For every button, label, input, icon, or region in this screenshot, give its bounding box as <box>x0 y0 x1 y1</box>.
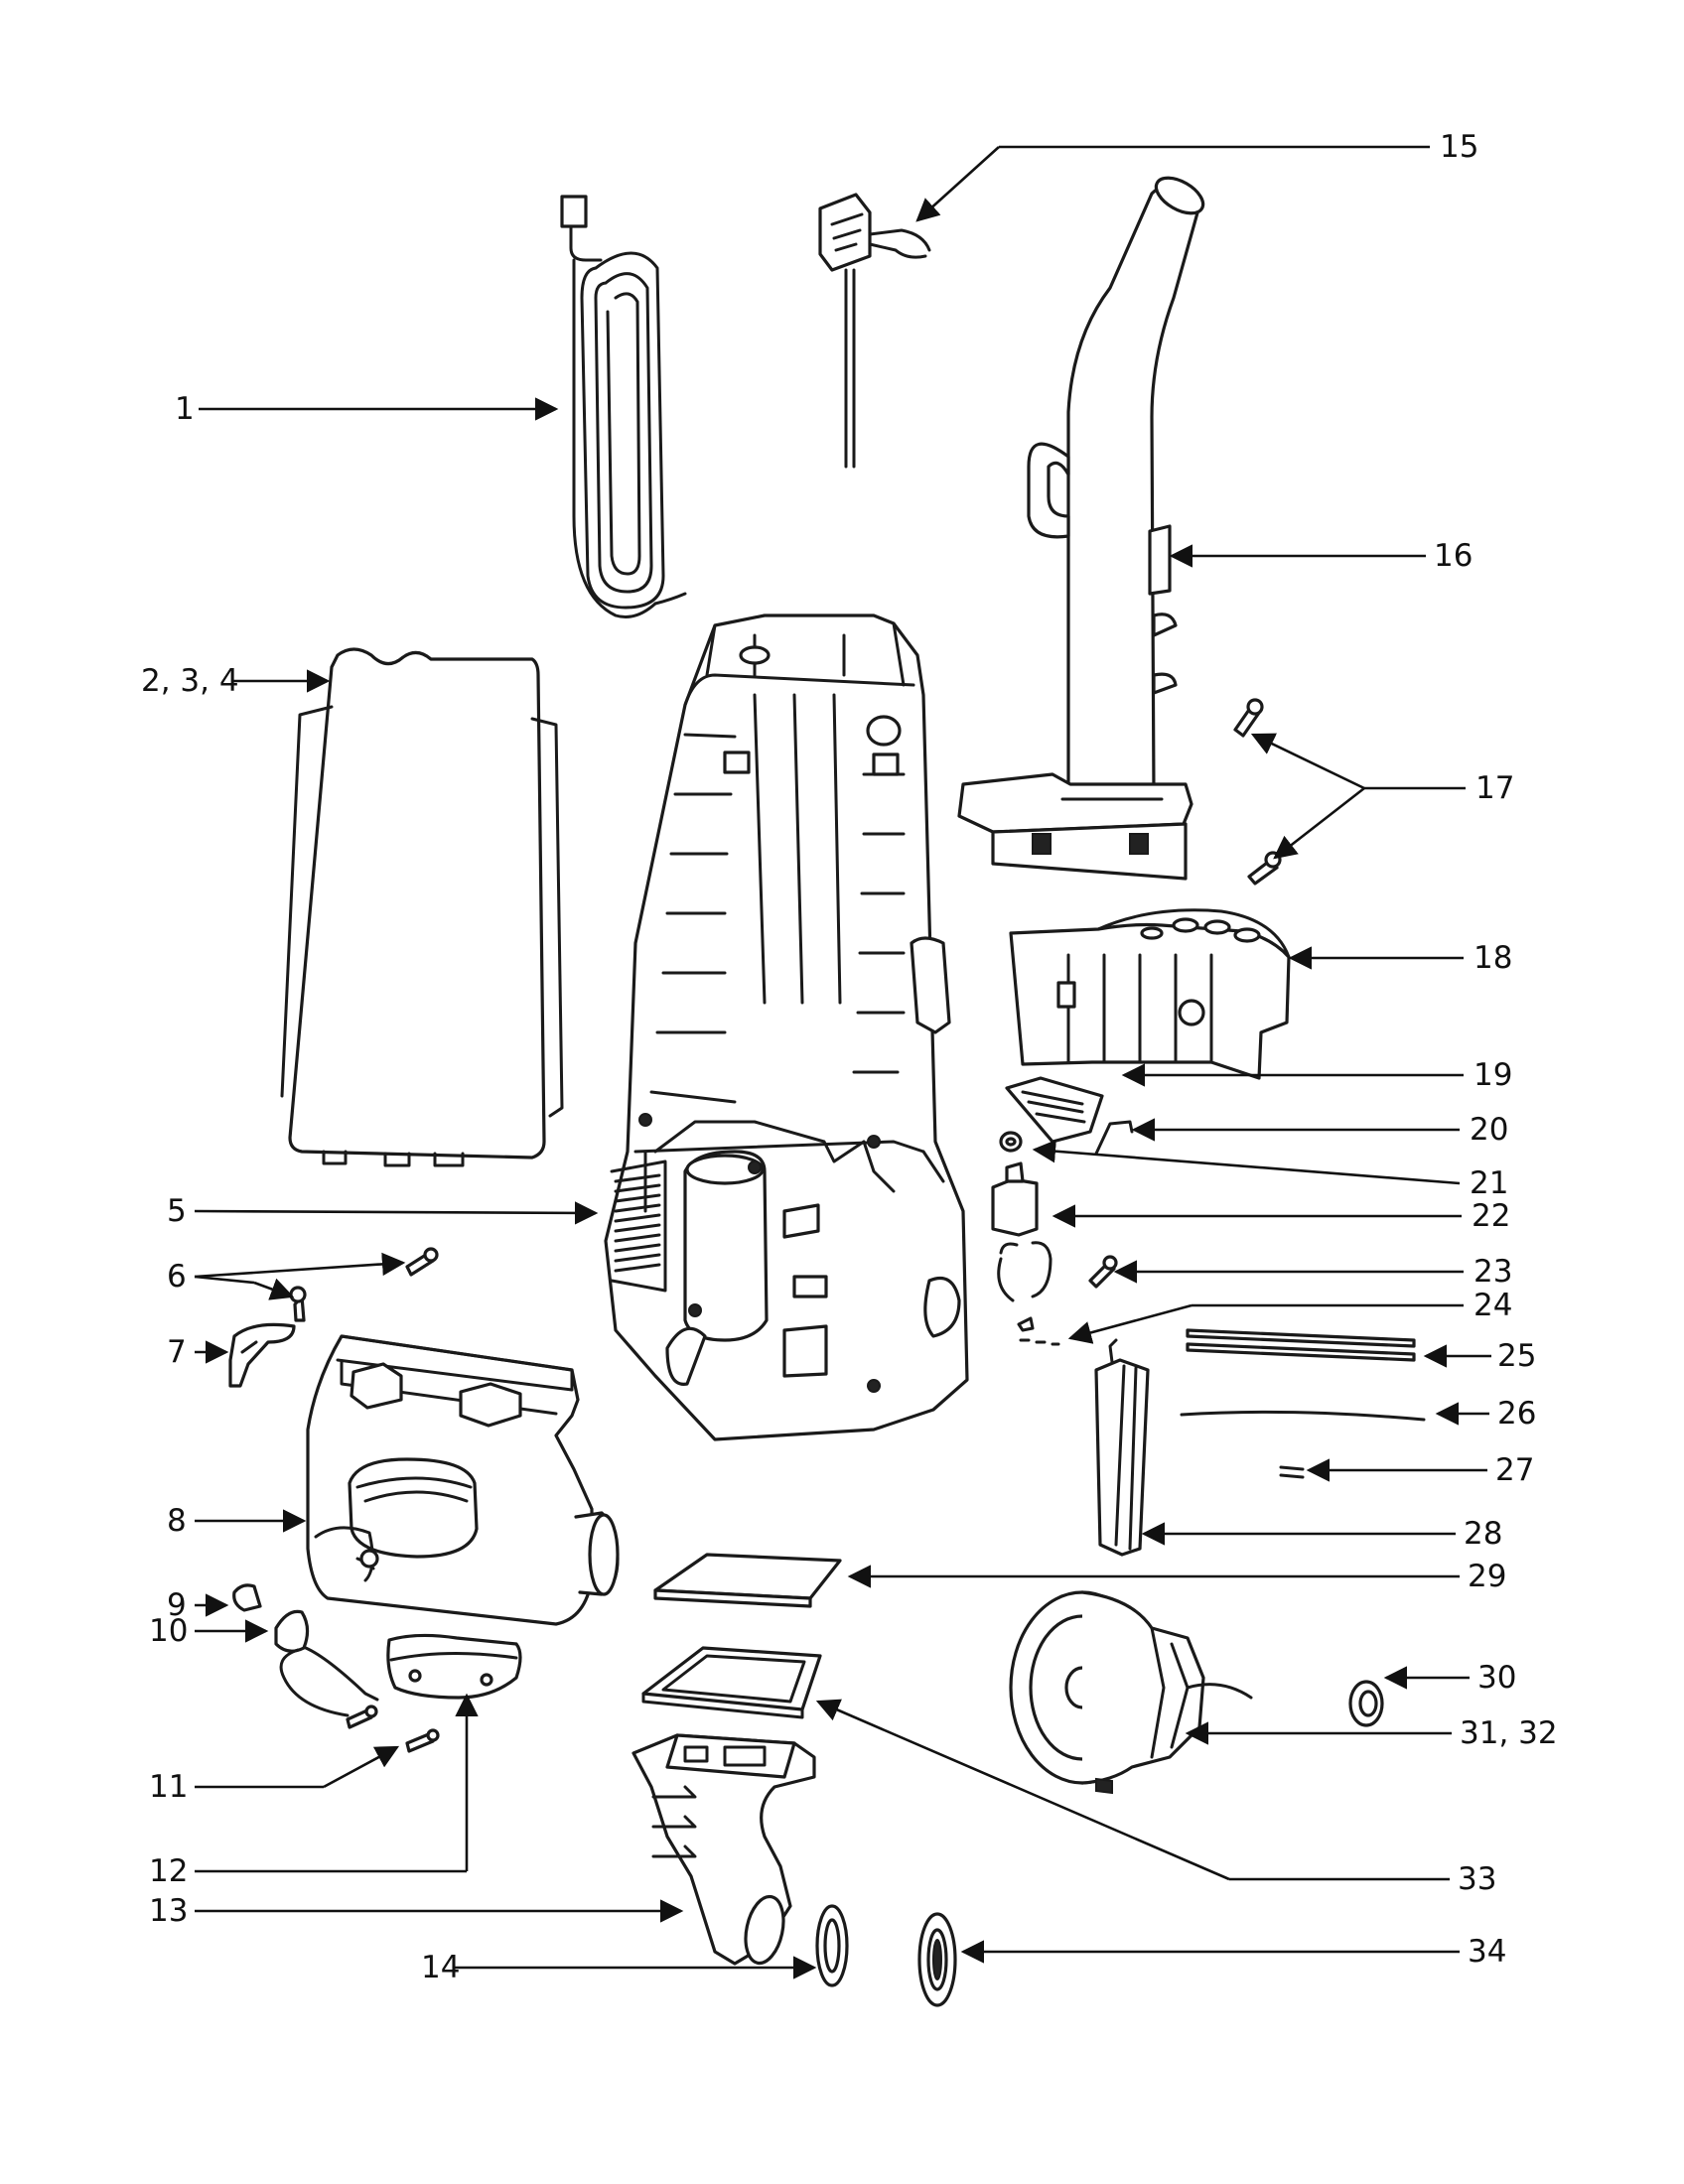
part-34-seal <box>917 1912 957 2007</box>
callout-26: 26 <box>1497 1396 1536 1432</box>
callout-1: 1 <box>175 391 195 427</box>
part-6-screws <box>289 1247 439 1322</box>
callout-18: 18 <box>1474 940 1512 976</box>
callout-5: 5 <box>167 1193 187 1229</box>
part-1-power-cord <box>560 195 687 618</box>
callout-6: 6 <box>167 1259 187 1295</box>
callout-20: 20 <box>1470 1112 1508 1148</box>
callout-labels: 1 15 16 2, 3, 4 17 18 19 20 21 5 22 6 23… <box>141 129 1558 1985</box>
callout-9: 9 <box>167 1587 187 1623</box>
part-29-filter <box>653 1553 842 1608</box>
callout-14: 14 <box>421 1950 460 1985</box>
callout-2-3-4: 2, 3, 4 <box>141 663 239 699</box>
part-5-main-housing <box>604 614 969 1441</box>
callout-33: 33 <box>1458 1861 1496 1897</box>
part-23-screw <box>1088 1255 1118 1289</box>
part-31-32-motor <box>1009 1590 1253 1795</box>
callout-7: 7 <box>167 1334 187 1370</box>
callout-25: 25 <box>1497 1338 1536 1374</box>
callout-17: 17 <box>1475 770 1514 806</box>
part-14-seal <box>815 1904 849 1987</box>
callout-30: 30 <box>1477 1660 1516 1696</box>
callout-31-32: 31, 32 <box>1460 1715 1558 1751</box>
callout-22: 22 <box>1472 1198 1510 1234</box>
part-12-lens <box>386 1633 522 1700</box>
callout-16: 16 <box>1434 538 1473 574</box>
part-7-latch <box>228 1322 296 1388</box>
callout-10: 10 <box>149 1613 188 1649</box>
callout-15: 15 <box>1440 129 1478 165</box>
part-25-26-27-rods <box>1180 1328 1426 1479</box>
part-17-screws <box>1233 698 1282 886</box>
callout-13: 13 <box>149 1893 188 1929</box>
callout-11: 11 <box>149 1769 188 1805</box>
part-2-3-4-bag-door <box>280 647 564 1167</box>
leader-lines <box>194 145 1491 1979</box>
callout-19: 19 <box>1474 1057 1512 1093</box>
callout-27: 27 <box>1495 1452 1534 1488</box>
part-8-front-cover <box>306 1334 620 1626</box>
part-21-washer <box>999 1131 1023 1153</box>
part-30-bearing <box>1348 1680 1384 1727</box>
callout-12: 12 <box>149 1853 188 1889</box>
part-11-screws <box>346 1705 440 1753</box>
part-28-bumper <box>1094 1338 1150 1557</box>
callout-29: 29 <box>1468 1559 1506 1594</box>
part-33-filter-frame <box>641 1646 822 1719</box>
part-9-clip <box>232 1583 262 1612</box>
callout-21: 21 <box>1470 1165 1508 1201</box>
callout-34: 34 <box>1468 1934 1506 1970</box>
part-22-switch <box>991 1161 1052 1302</box>
part-24-clips <box>1017 1316 1060 1346</box>
part-19-pedal <box>1005 1076 1104 1144</box>
part-10-light-socket <box>274 1609 379 1717</box>
callout-28: 28 <box>1464 1516 1502 1552</box>
part-15-switch-board <box>818 193 931 469</box>
part-13-intake-duct <box>632 1733 816 1966</box>
part-16-handle <box>957 176 1205 881</box>
part-20-spring <box>1094 1120 1134 1156</box>
callout-8: 8 <box>167 1503 187 1539</box>
part-18-motor-frame <box>1009 908 1291 1080</box>
callout-24: 24 <box>1474 1288 1512 1323</box>
callout-23: 23 <box>1474 1254 1512 1290</box>
